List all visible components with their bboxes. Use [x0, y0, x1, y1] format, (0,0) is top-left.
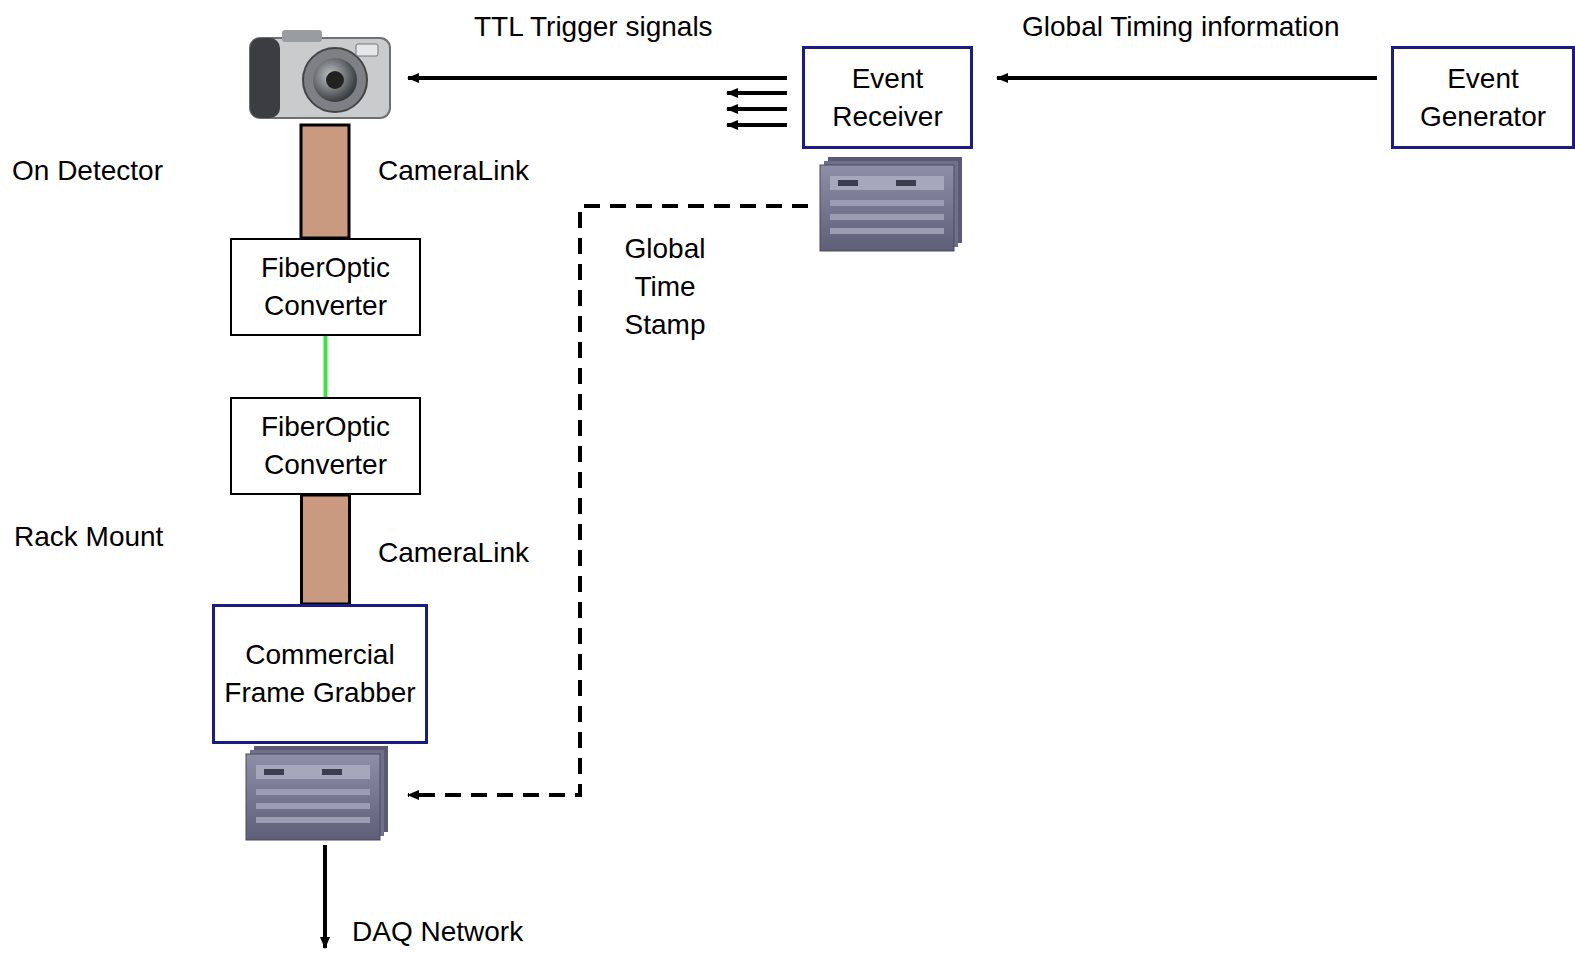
camera-icon — [250, 30, 390, 118]
section-label: On Detector — [12, 152, 163, 190]
cable-bar — [302, 495, 350, 604]
cable-label: CameraLink — [378, 534, 529, 572]
cable-bar — [301, 125, 349, 238]
network-label: DAQ Network — [352, 913, 523, 951]
cable-label: CameraLink — [378, 152, 529, 190]
rack-icon — [246, 746, 388, 840]
box-label: FiberOptic Converter — [232, 408, 419, 484]
receiver-box: Event Receiver — [802, 46, 973, 149]
grabber-box: Commercial Frame Grabber — [212, 604, 428, 744]
converter-box: FiberOptic Converter — [230, 238, 421, 336]
box-label: Event Generator — [1394, 60, 1572, 136]
trigger-arrows — [408, 78, 787, 125]
connector — [408, 206, 808, 795]
converter-box: FiberOptic Converter — [230, 397, 421, 495]
signal-label: TTL Trigger signals — [474, 8, 713, 46]
box-label: FiberOptic Converter — [232, 249, 419, 325]
connector — [997, 76, 1377, 80]
box-label: Event Receiver — [805, 60, 970, 136]
rack-icon — [820, 157, 962, 251]
box-label: Commercial Frame Grabber — [215, 636, 425, 712]
output-arrow — [323, 845, 327, 948]
generator-box: Event Generator — [1391, 46, 1575, 149]
edge-label: Global Time Stamp — [610, 230, 720, 344]
edge-label: Global Timing information — [1022, 8, 1339, 46]
section-label: Rack Mount — [14, 518, 163, 556]
connector — [324, 336, 328, 397]
